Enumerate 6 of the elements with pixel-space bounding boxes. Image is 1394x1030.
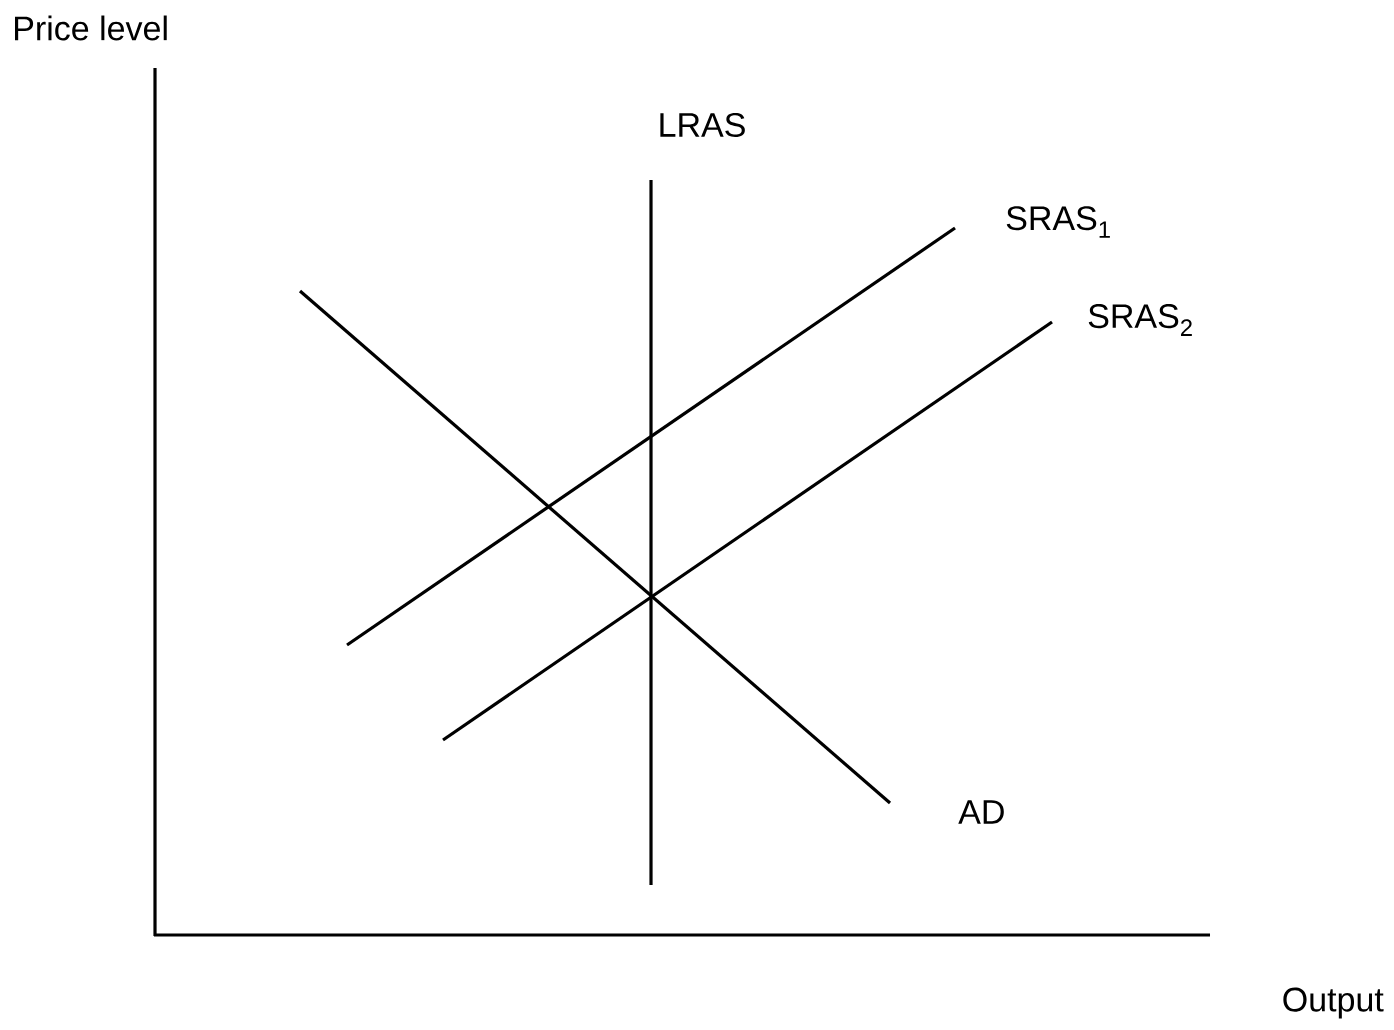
curve-label: LRAS bbox=[660, 112, 745, 138]
axis-label: Output bbox=[1283, 987, 1384, 1019]
curve-label: SRAS$_{2}$ bbox=[1088, 304, 1192, 336]
axis-label: Price level bbox=[15, 15, 167, 41]
curve-label: SRAS$_{1}$ bbox=[1006, 206, 1110, 238]
curve-label: AD bbox=[958, 800, 1004, 824]
